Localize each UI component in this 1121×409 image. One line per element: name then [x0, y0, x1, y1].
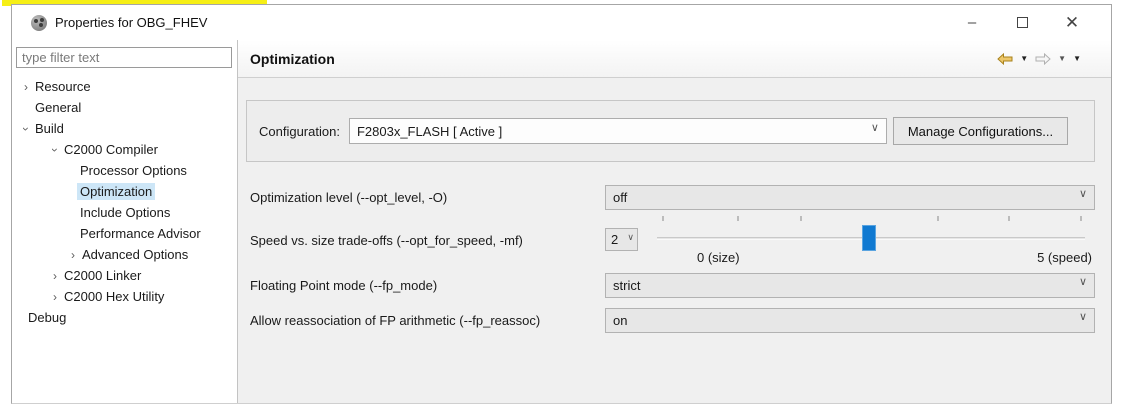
chevron-right-icon[interactable]: ›: [53, 268, 57, 283]
configuration-group: Configuration: F2803x_FLASH [ Active ] ∨…: [246, 100, 1095, 162]
slider-min-label: 0 (size): [697, 250, 740, 265]
tree-item-include-options[interactable]: Include Options: [80, 205, 171, 220]
tree-item-processor-options[interactable]: Processor Options: [80, 163, 187, 178]
manage-configurations-button[interactable]: Manage Configurations...: [892, 117, 1068, 145]
yellow-highlight-strip: [2, 0, 267, 6]
chevron-down-icon: ∨: [1078, 276, 1087, 288]
chevron-right-icon[interactable]: ›: [53, 289, 57, 304]
slider-tick: [1080, 216, 1082, 221]
properties-tree: › Resource General › Build › C2000 Compi…: [12, 76, 237, 403]
maximize-button[interactable]: [1011, 12, 1033, 34]
forward-arrow-icon[interactable]: [1035, 53, 1051, 65]
slider-tick: [800, 216, 802, 221]
filter-input[interactable]: [16, 47, 232, 68]
tree-item-optimization[interactable]: Optimization: [12, 181, 237, 202]
view-menu-icon[interactable]: ▼: [1073, 54, 1081, 63]
chevron-right-icon[interactable]: ›: [71, 247, 75, 262]
properties-dialog: Properties for OBG_FHEV – ✕ › Resource G…: [11, 4, 1112, 404]
slider-max-label: 5 (speed): [1037, 250, 1092, 265]
settings-body: Configuration: F2803x_FLASH [ Active ] ∨…: [238, 78, 1111, 403]
slider-tick: [937, 216, 939, 221]
history-nav: ▼ ▼ ▼: [997, 40, 1081, 78]
tree-item-debug[interactable]: Debug: [28, 310, 67, 325]
tree-item-performance-advisor[interactable]: Performance Advisor: [80, 226, 201, 241]
chevron-down-icon: ∨: [870, 122, 879, 134]
opt-for-speed-slider[interactable]: [657, 214, 1087, 256]
window-controls: – ✕: [961, 5, 1083, 40]
slider-tick: [737, 216, 739, 221]
opt-level-label: Optimization level (--opt_level, -O): [250, 190, 448, 205]
settings-panel: Optimization ▼ ▼ ▼: [238, 40, 1111, 403]
back-history-dropdown-icon[interactable]: ▼: [1020, 54, 1029, 63]
chevron-right-icon[interactable]: ›: [24, 79, 28, 94]
opt-level-select[interactable]: off ∨: [605, 185, 1095, 210]
tree-item-resource[interactable]: › Resource: [12, 76, 237, 97]
tree-item-advanced-options[interactable]: › Advanced Options: [12, 244, 237, 265]
tree-item-c2000-linker[interactable]: › C2000 Linker: [12, 265, 237, 286]
fp-mode-select[interactable]: strict ∨: [605, 273, 1095, 298]
fp-reassoc-label: Allow reassociation of FP arithmetic (--…: [250, 313, 541, 328]
tree-item-c2000-compiler[interactable]: › C2000 Compiler: [48, 142, 158, 157]
opt-for-speed-select[interactable]: 2 ∨: [605, 228, 638, 251]
title-bar: Properties for OBG_FHEV – ✕: [12, 5, 1111, 40]
page-title: Optimization: [250, 50, 335, 67]
chevron-down-icon: ∨: [1078, 311, 1087, 323]
fp-mode-label: Floating Point mode (--fp_mode): [250, 278, 438, 293]
window-title: Properties for OBG_FHEV: [55, 15, 208, 30]
chevron-down-icon[interactable]: ›: [48, 147, 62, 152]
forward-history-dropdown-icon[interactable]: ▼: [1058, 54, 1067, 63]
back-arrow-icon[interactable]: [997, 53, 1013, 65]
slider-scale-labels: 0 (size) 5 (speed): [657, 250, 1092, 266]
chevron-down-icon: ∨: [627, 232, 634, 242]
configuration-select[interactable]: F2803x_FLASH [ Active ] ∨: [348, 118, 887, 144]
tree-item-build[interactable]: › Build: [19, 121, 64, 136]
minimize-button[interactable]: –: [967, 14, 977, 31]
page-header: Optimization ▼ ▼ ▼: [238, 40, 1111, 78]
tree-item-general[interactable]: General: [35, 100, 82, 115]
properties-tree-panel: › Resource General › Build › C2000 Compi…: [12, 40, 238, 403]
chevron-down-icon: ∨: [1078, 188, 1087, 200]
chevron-down-icon[interactable]: ›: [19, 126, 33, 131]
slider-tick: [1008, 216, 1010, 221]
properties-dialog-icon: [31, 14, 47, 31]
slider-tick: [662, 216, 664, 221]
tree-item-c2000-hex-utility[interactable]: › C2000 Hex Utility: [12, 286, 237, 307]
close-button[interactable]: ✕: [1064, 12, 1080, 32]
fp-reassoc-select[interactable]: on ∨: [605, 308, 1095, 333]
opt-for-speed-label: Speed vs. size trade-offs (--opt_for_spe…: [250, 233, 523, 248]
configuration-label: Configuration:: [259, 123, 340, 139]
slider-thumb[interactable]: [862, 225, 876, 251]
